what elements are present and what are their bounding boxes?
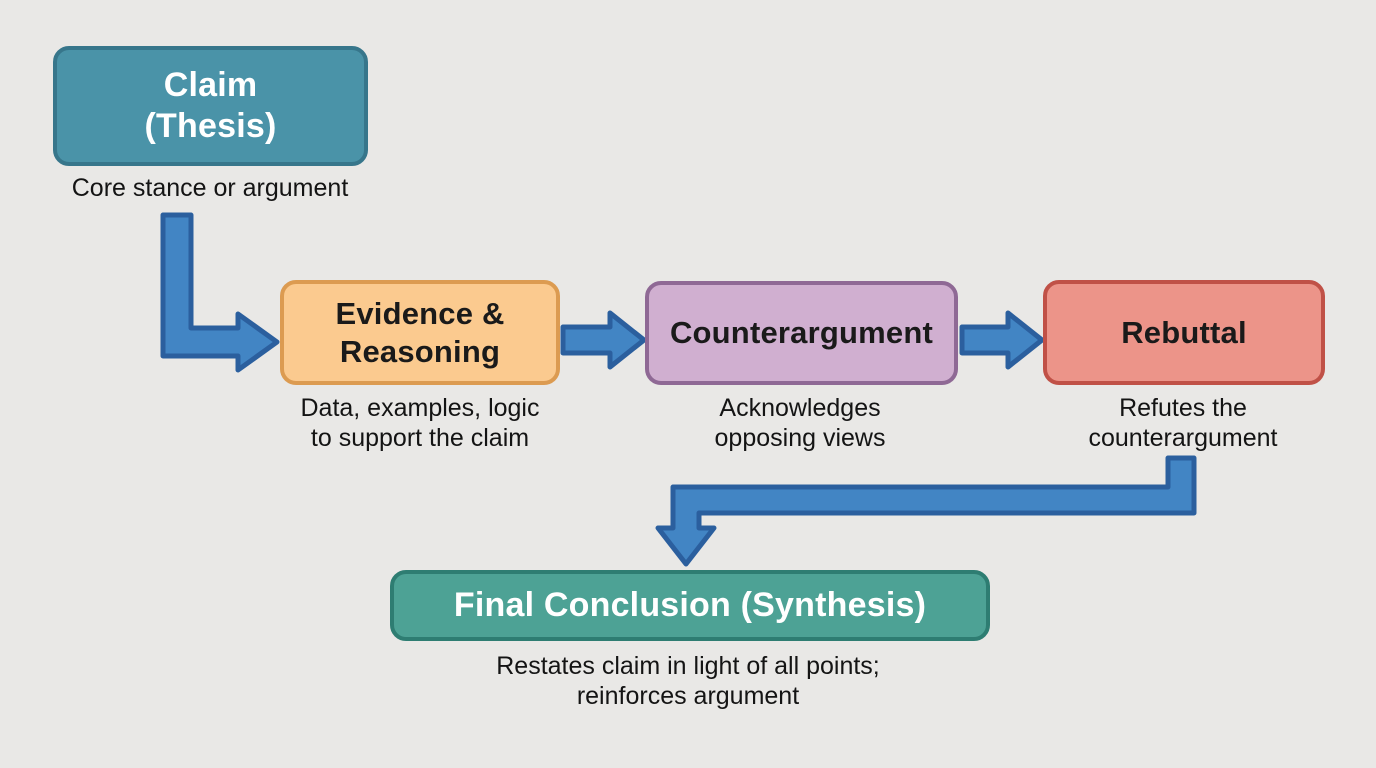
node-counterargument: Counterargument [645, 281, 958, 385]
node-rebuttal-label: Rebuttal [1121, 314, 1247, 350]
arrow-evidence-to-counterargument [560, 310, 647, 370]
node-evidence-label: Evidence & Reasoning [335, 295, 505, 369]
arrow-rebuttal-to-final [655, 455, 1197, 567]
node-evidence-caption: Data, examples, logic to support the cla… [300, 394, 540, 452]
arrow-counterargument-to-rebuttal [959, 310, 1045, 370]
node-final-conclusion-caption: Restates claim in light of all points; r… [496, 652, 880, 710]
node-evidence: Evidence & Reasoning [280, 280, 560, 385]
node-claim-caption: Core stance or argument [71, 174, 349, 202]
node-final-conclusion-label: Final Conclusion (Synthesis) [453, 585, 927, 624]
node-counterargument-label: Counterargument [669, 315, 934, 351]
node-final-conclusion: Final Conclusion (Synthesis) [390, 570, 990, 641]
node-rebuttal: Rebuttal [1043, 280, 1325, 385]
node-claim-label: Claim (Thesis) [144, 65, 277, 145]
node-claim: Claim (Thesis) [53, 46, 368, 166]
arrow-claim-to-evidence [160, 212, 280, 373]
node-rebuttal-caption: Refutes the counterargument [1088, 394, 1278, 452]
node-counterargument-caption: Acknowledges opposing views [714, 394, 886, 452]
